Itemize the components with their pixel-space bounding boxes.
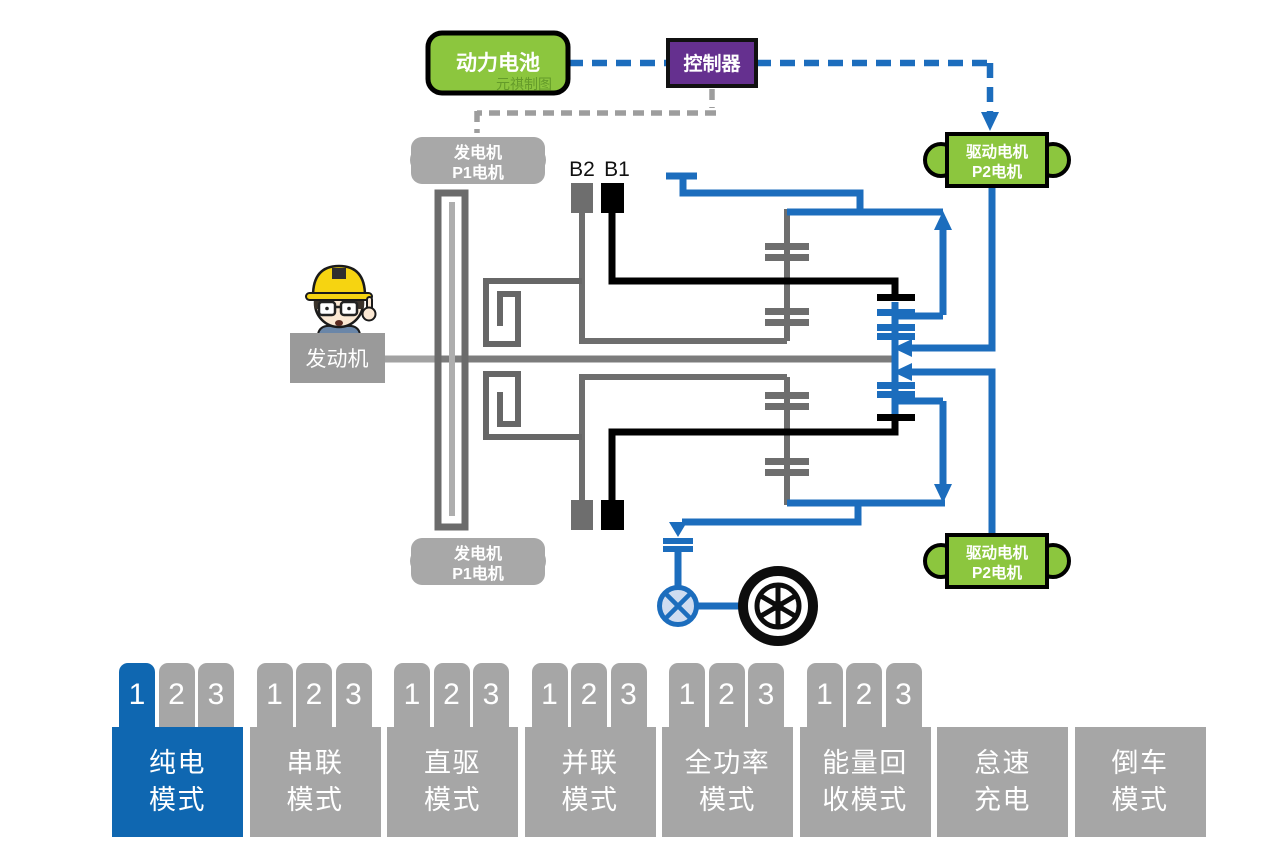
tab-direct-drive-2[interactable]: 2 [433, 663, 470, 727]
mode-button-series[interactable]: 串联 模式 [249, 727, 381, 837]
watermark: 元祺制图 [496, 76, 552, 92]
tab-pure-ev-2[interactable]: 2 [158, 663, 195, 727]
output-clutch [663, 538, 693, 552]
planetary-gear-bottom [483, 371, 582, 440]
b1-brake-path [608, 212, 899, 501]
p1-motor-stator [434, 189, 469, 531]
energy-flow-arrowheads [669, 211, 952, 537]
powertrain-schematic: B2 B1 发动机 动力电池 元祺制图 控制器 发电 [290, 30, 1071, 646]
clutch-stack [877, 294, 915, 421]
tab-series-2[interactable]: 2 [296, 663, 332, 727]
mode-selector-row: 1 2 3 纯电 模式 1 2 3 串联 模式 1 2 3 直驱 模式 [112, 663, 1206, 837]
tab-energy-recovery-1[interactable]: 1 [806, 663, 843, 727]
mode-button-idle-charging[interactable]: 怠速 充电 [937, 727, 1068, 837]
mode-group-pure-ev: 1 2 3 纯电 模式 [112, 663, 243, 837]
tab-direct-drive-1[interactable]: 1 [394, 663, 430, 727]
drive-motor-p2-bottom: 驱动电机 P2电机 [923, 533, 1071, 589]
mode-button-full-power[interactable]: 全功率 模式 [662, 727, 793, 837]
mode-group-series: 1 2 3 串联 模式 [249, 663, 381, 837]
arrow-into-top-p2 [981, 112, 999, 131]
b2-brake-block-bottom [571, 500, 593, 530]
svg-text:发电机: 发电机 [453, 143, 502, 162]
tab-parallel-1[interactable]: 1 [531, 663, 568, 727]
generator-p1-bottom-label: 发电机 P1电机 [410, 538, 546, 585]
tab-series-3[interactable]: 3 [335, 663, 372, 727]
worker-mascot-icon [305, 264, 377, 335]
mode-group-parallel: 1 2 3 并联 模式 [524, 663, 656, 837]
svg-text:控制器: 控制器 [683, 52, 741, 75]
mode-button-pure-ev[interactable]: 纯电 模式 [112, 727, 243, 837]
svg-text:发电机: 发电机 [453, 544, 502, 563]
svg-text:动力电池: 动力电池 [456, 52, 540, 75]
svg-text:P2电机: P2电机 [972, 162, 1022, 181]
svg-text:P2电机: P2电机 [972, 563, 1022, 582]
mode-group-full-power: 1 2 3 全功率 模式 [662, 663, 793, 837]
gray-clutch-plates [765, 243, 809, 476]
mode-group-energy-recovery: 1 2 3 能量回 收模式 [799, 663, 931, 837]
energy-flow-lines [666, 172, 996, 610]
generator-p1-top-label: 发电机 P1电机 [410, 137, 546, 184]
tab-energy-recovery-2[interactable]: 2 [846, 663, 882, 727]
svg-text:驱动电机: 驱动电机 [966, 142, 1029, 161]
b1-label: B1 [604, 158, 630, 181]
tab-full-power-1[interactable]: 1 [669, 663, 705, 727]
wheel-icon [738, 566, 818, 646]
tab-parallel-2[interactable]: 2 [571, 663, 607, 727]
svg-text:P1电机: P1电机 [452, 564, 504, 583]
svg-text:发动机: 发动机 [306, 348, 369, 371]
tab-full-power-2[interactable]: 2 [708, 663, 745, 727]
controller-box: 控制器 [666, 38, 758, 88]
b1-brake-block-top [601, 183, 624, 213]
planetary-gear-top [483, 278, 582, 347]
b1-brake-block-bottom [601, 500, 624, 530]
mode-button-direct-drive[interactable]: 直驱 模式 [387, 727, 518, 837]
svg-text:驱动电机: 驱动电机 [966, 543, 1029, 562]
mode-group-direct-drive: 1 2 3 直驱 模式 [387, 663, 518, 837]
differential-icon [657, 585, 699, 627]
b2-label: B2 [569, 158, 595, 181]
tab-series-1[interactable]: 1 [256, 663, 293, 727]
b2-brake-block-top [571, 183, 593, 213]
drive-motor-p2-top: 驱动电机 P2电机 [923, 132, 1071, 188]
mode-button-energy-recovery[interactable]: 能量回 收模式 [799, 727, 931, 837]
tab-energy-recovery-3[interactable]: 3 [885, 663, 922, 727]
control-signal-dashed-gray [474, 89, 716, 133]
svg-text:P1电机: P1电机 [452, 163, 504, 182]
mode-button-reverse[interactable]: 倒车 模式 [1074, 727, 1206, 837]
engine-box: 发动机 [290, 333, 385, 383]
tab-parallel-3[interactable]: 3 [610, 663, 647, 727]
mode-group-idle-charging: 怠速 充电 [937, 663, 1068, 837]
tab-direct-drive-3[interactable]: 3 [473, 663, 509, 727]
tab-pure-ev-3[interactable]: 3 [198, 663, 234, 727]
tab-pure-ev-1[interactable]: 1 [119, 663, 155, 727]
power-signal-dashed-blue [568, 59, 994, 114]
mode-button-parallel[interactable]: 并联 模式 [524, 727, 656, 837]
mode-group-reverse: 倒车 模式 [1074, 663, 1206, 837]
tab-full-power-3[interactable]: 3 [748, 663, 784, 727]
power-battery-box: 动力电池 元祺制图 [425, 30, 571, 96]
